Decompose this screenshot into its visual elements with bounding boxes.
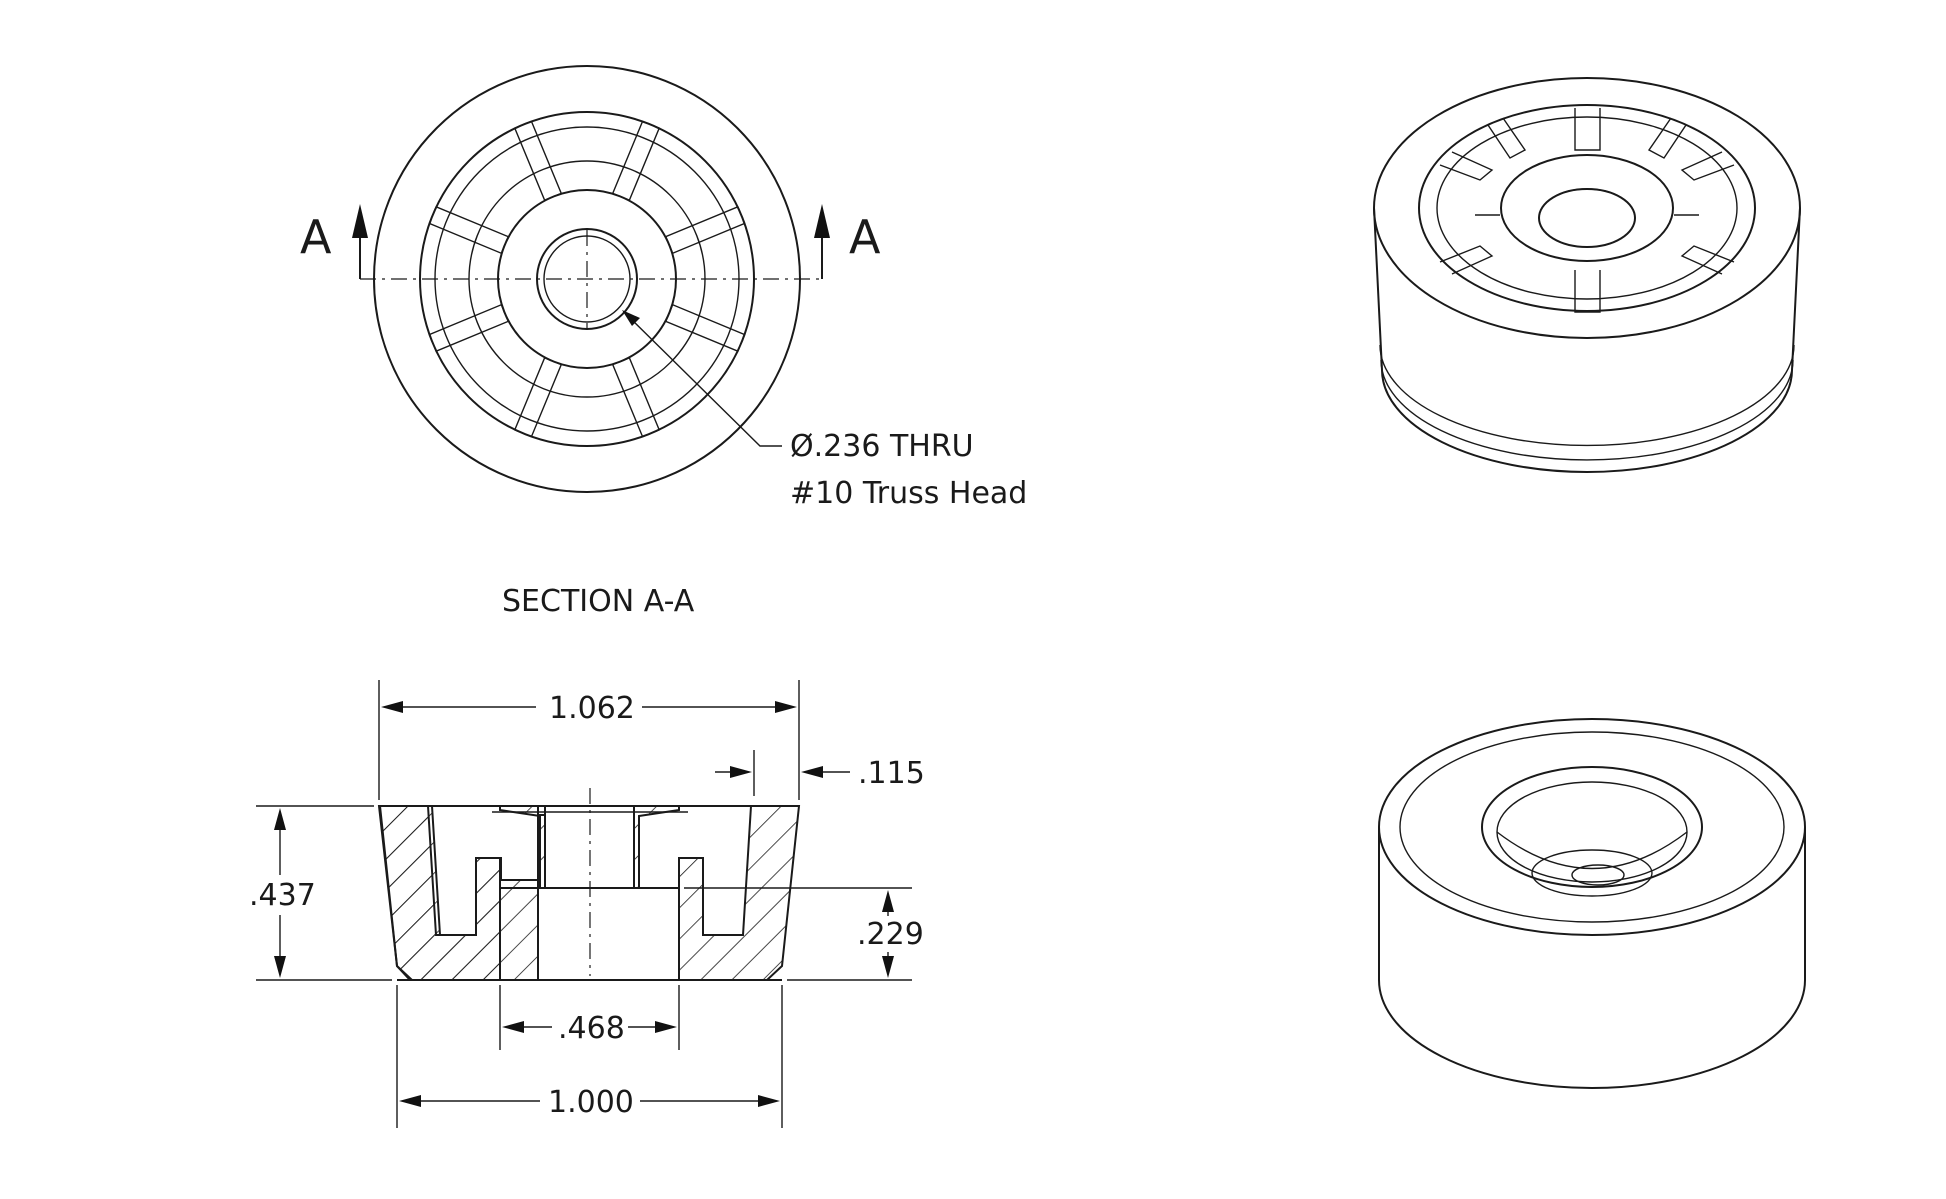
- dim-rim: .115: [715, 750, 925, 796]
- section-marker-right: A: [849, 210, 881, 264]
- dim-recess-width: .468: [499, 985, 680, 1050]
- dim-top-width: 1.062: [378, 680, 800, 800]
- section-marker-left: A: [300, 210, 332, 264]
- rib-group: [428, 120, 746, 438]
- dim-label-recess-depth: .229: [857, 917, 924, 952]
- section-arrow-right: [814, 204, 830, 279]
- dim-label-base-width: 1.000: [548, 1085, 634, 1120]
- dim-base-width: 1.000: [396, 985, 783, 1128]
- section-title: SECTION A-A: [502, 584, 695, 619]
- dim-label-top-width: 1.062: [549, 691, 635, 726]
- iso-view-bottom: [1378, 718, 1806, 1089]
- dim-recess-depth: .229: [684, 887, 924, 981]
- top-view: A A Ø.236 THRU #10 Truss Head: [300, 65, 1027, 511]
- dim-label-rim: .115: [858, 756, 925, 791]
- callout-hole-size: Ø.236 THRU: [790, 429, 974, 464]
- dim-height: .437: [249, 805, 392, 981]
- callout-screw-type: #10 Truss Head: [790, 476, 1027, 511]
- dim-label-height: .437: [249, 878, 316, 913]
- dim-label-recess-width: .468: [558, 1011, 625, 1046]
- section-wall-right: [633, 805, 801, 981]
- callout-leader: [622, 310, 782, 447]
- section-view: [377, 788, 801, 981]
- iso-view-top: [1373, 77, 1801, 473]
- iso-rib-group: [1439, 108, 1735, 313]
- section-arrow-left: [352, 204, 368, 279]
